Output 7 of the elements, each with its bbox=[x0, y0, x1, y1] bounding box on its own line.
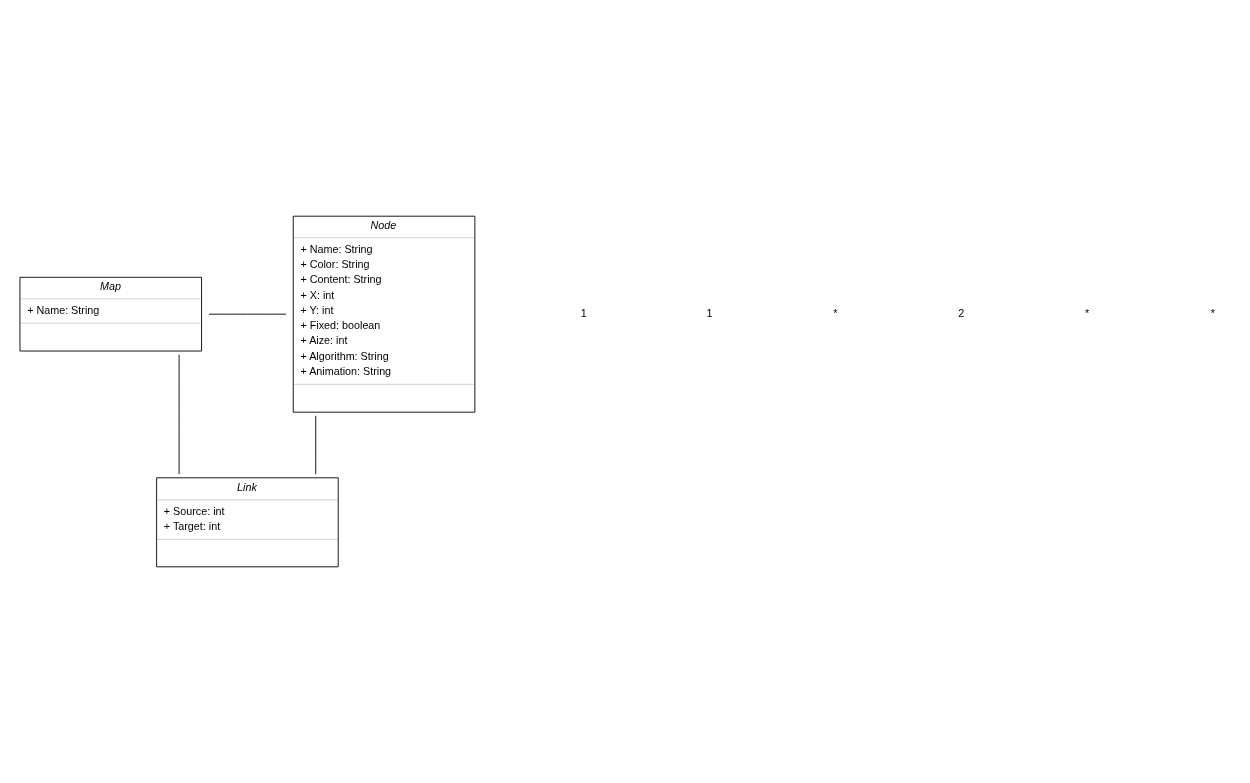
label: * bbox=[1084, 306, 1090, 319]
connector bbox=[315, 415, 317, 475]
label: 1 bbox=[706, 306, 713, 319]
label: 1 bbox=[580, 306, 587, 319]
label: * bbox=[1210, 306, 1216, 319]
label: * bbox=[833, 306, 838, 319]
label: 2 bbox=[958, 306, 965, 319]
